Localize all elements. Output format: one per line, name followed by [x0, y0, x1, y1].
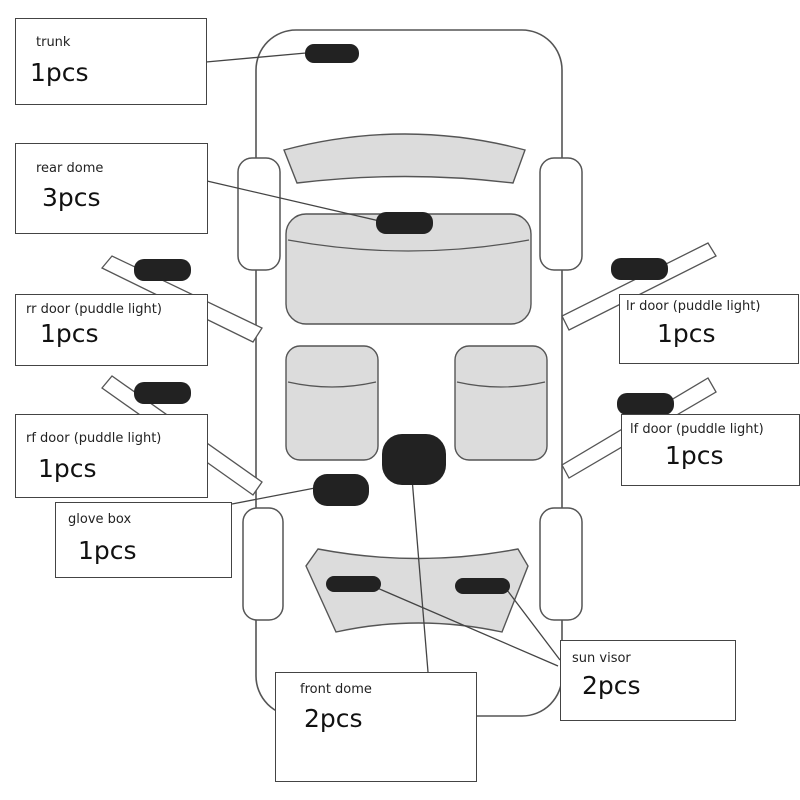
wheel-rear-left — [237, 157, 281, 271]
label-front-dome-qty: 2pcs — [304, 704, 363, 733]
leader-front-dome — [411, 477, 429, 673]
label-lf-door: lf door (puddle light) 1pcs — [621, 414, 800, 486]
rear-seat-seam — [287, 239, 530, 252]
label-glove-box: glove box 1pcs — [55, 502, 232, 578]
label-rear-dome: rear dome 3pcs — [15, 143, 208, 234]
label-rear-dome-name: rear dome — [36, 161, 104, 176]
rear-window — [283, 133, 526, 184]
sun-visor-light-left — [326, 576, 381, 592]
label-trunk-name: trunk — [36, 35, 71, 50]
lf-door-light — [617, 393, 674, 415]
leader-sun-visor-left — [367, 583, 559, 667]
label-glove-box-name: glove box — [68, 512, 132, 527]
windshield — [305, 548, 529, 633]
wheel-rear-right — [539, 157, 583, 271]
label-rr-door: rr door (puddle light) 1pcs — [15, 294, 208, 366]
label-rf-door-qty: 1pcs — [38, 454, 97, 483]
sun-visor-light-right — [455, 578, 510, 594]
front-seat-left — [285, 345, 379, 461]
label-rf-door: rf door (puddle light) 1pcs — [15, 414, 208, 498]
label-glove-box-qty: 1pcs — [78, 536, 137, 565]
leader-sun-visor-right — [503, 585, 561, 661]
label-rear-dome-qty: 3pcs — [42, 183, 101, 212]
label-rr-door-name: rr door (puddle light) — [26, 302, 162, 317]
label-lf-door-name: lf door (puddle light) — [630, 422, 764, 437]
rf-door-light — [134, 382, 191, 404]
label-front-dome-name: front dome — [300, 682, 372, 697]
leader-lines — [205, 52, 561, 673]
leader-rear-dome — [206, 180, 385, 223]
label-sun-visor: sun visor 2pcs — [560, 640, 736, 721]
lr-door-light — [611, 258, 668, 280]
wheel-front-left — [242, 507, 284, 621]
front-seat-right-seam — [456, 381, 546, 388]
label-front-dome: front dome 2pcs — [275, 672, 477, 782]
rr-door-light — [134, 259, 191, 281]
leader-trunk — [205, 52, 307, 63]
rear-dome-light — [376, 212, 433, 234]
label-lr-door-qty: 1pcs — [657, 319, 716, 348]
label-sun-visor-name: sun visor — [572, 651, 631, 666]
label-lf-door-qty: 1pcs — [665, 441, 724, 470]
lr-door-mirror — [561, 242, 717, 331]
label-trunk-qty: 1pcs — [30, 58, 89, 87]
glove-box-light — [313, 474, 369, 506]
label-trunk: trunk 1pcs — [15, 18, 207, 105]
label-rr-door-qty: 1pcs — [40, 319, 99, 348]
front-seat-left-seam — [287, 381, 377, 388]
label-lr-door-name: lr door (puddle light) — [626, 299, 761, 314]
trunk-light — [305, 44, 359, 63]
light-fixtures — [134, 44, 674, 594]
label-lr-door: lr door (puddle light) 1pcs — [619, 294, 799, 364]
front-dome-light — [382, 434, 446, 485]
wheel-front-right — [539, 507, 583, 621]
leader-glove-box — [231, 487, 316, 505]
label-rf-door-name: rf door (puddle light) — [26, 431, 162, 446]
label-sun-visor-qty: 2pcs — [582, 671, 641, 700]
front-seat-right — [454, 345, 548, 461]
